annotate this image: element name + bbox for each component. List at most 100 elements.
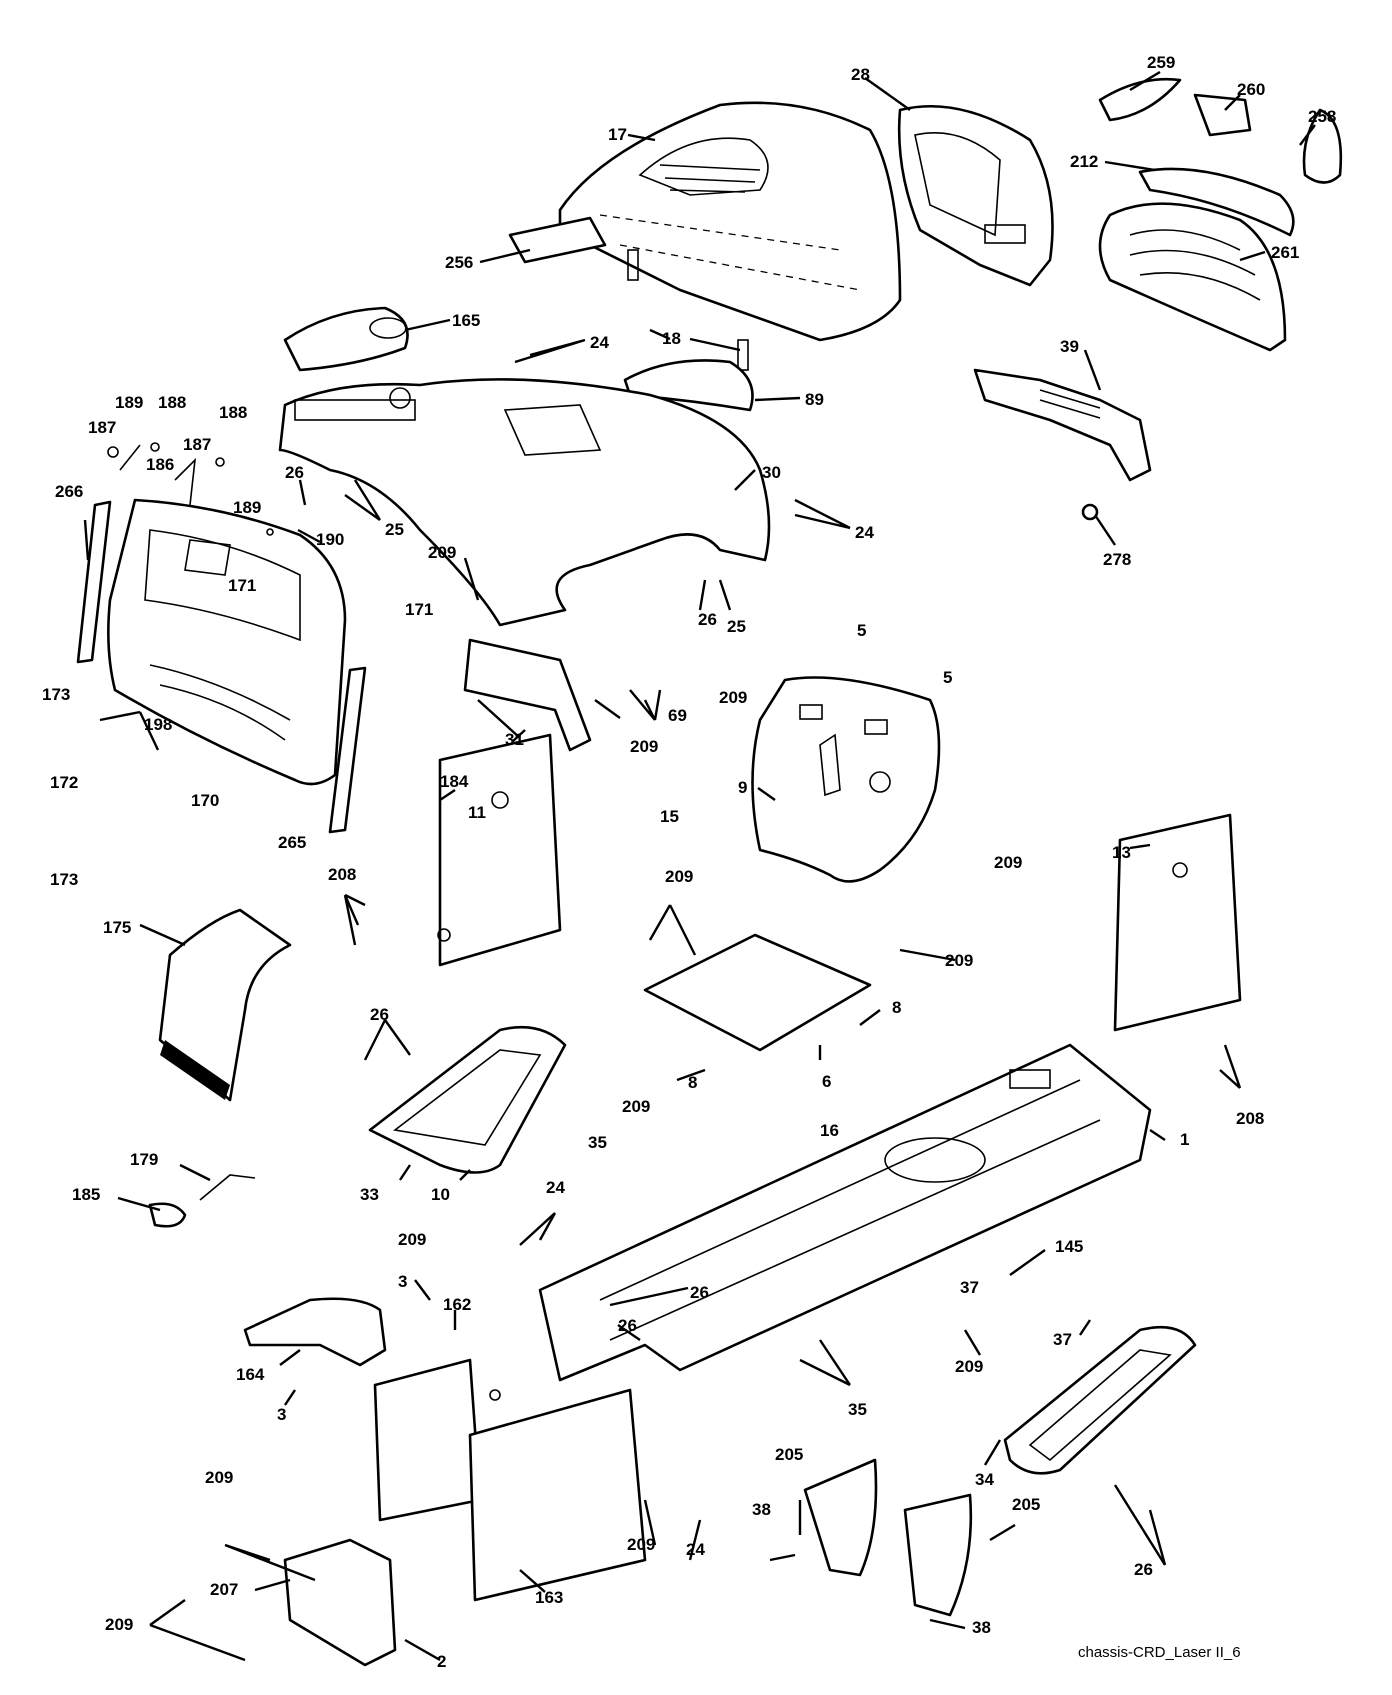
part-side-plates-lower: [373, 1358, 647, 1602]
callout-26-d: 26: [690, 1283, 709, 1302]
callout-162: 162: [443, 1295, 471, 1314]
callout-34: 34: [975, 1470, 994, 1489]
callout-188-b: 188: [219, 403, 247, 422]
callout-208-a: 208: [328, 865, 356, 884]
callout-24-right: 24: [855, 523, 874, 542]
callout-165: 165: [452, 311, 480, 330]
callout-256: 256: [445, 253, 473, 272]
callout-209-f: 209: [945, 951, 973, 970]
callout-186: 186: [146, 455, 174, 474]
callout-9: 9: [738, 778, 747, 797]
callout-187-b: 187: [183, 435, 211, 454]
callout-164: 164: [236, 1365, 265, 1384]
callout-26-b: 26: [698, 610, 717, 629]
callout-188-a: 188: [158, 393, 186, 412]
callout-26-e: 26: [618, 1316, 637, 1335]
part-fender: [278, 378, 771, 627]
callout-26-a: 26: [285, 463, 304, 482]
part-shield: [751, 676, 941, 883]
callout-209-i: 209: [955, 1357, 983, 1376]
callout-209-k: 209: [627, 1535, 655, 1554]
part-lever: [148, 1174, 256, 1228]
callout-35-a: 35: [588, 1133, 607, 1152]
callout-24-bottom: 24: [686, 1540, 705, 1559]
part-bracket-39: [973, 368, 1152, 521]
part-bracket-2: [283, 1538, 397, 1667]
part-main-frame: [538, 1043, 1152, 1382]
part-pedal-cover: [623, 359, 754, 412]
callout-259: 259: [1147, 53, 1175, 72]
callout-209-g: 209: [622, 1097, 650, 1116]
callout-26-c: 26: [370, 1005, 389, 1024]
part-pins: [627, 249, 749, 371]
callout-209-h: 209: [398, 1230, 426, 1249]
callout-31: 31: [505, 730, 524, 749]
callout-163: 163: [535, 1588, 563, 1607]
callout-209-a: 209: [428, 543, 456, 562]
part-linkage: [107, 442, 274, 536]
callout-26-f: 26: [1134, 1560, 1153, 1579]
callout-265: 265: [278, 833, 306, 852]
part-bracket-31: [463, 638, 592, 752]
callout-187-a: 187: [88, 418, 116, 437]
part-cover-175: [158, 908, 292, 1102]
callout-38-b: 38: [972, 1618, 991, 1637]
callout-260: 260: [1237, 80, 1265, 99]
callout-6: 6: [822, 1072, 831, 1091]
callout-10: 10: [431, 1185, 450, 1204]
callout-39: 39: [1060, 337, 1079, 356]
part-side-plate-11: [437, 733, 562, 967]
callout-190: 190: [316, 530, 344, 549]
callout-89: 89: [805, 390, 824, 409]
callout-209-e: 209: [994, 853, 1022, 872]
part-grille: [897, 104, 1054, 287]
callout-18: 18: [662, 329, 681, 348]
callout-205-b: 205: [1012, 1495, 1040, 1514]
callout-8-a: 8: [892, 998, 901, 1017]
callout-13: 13: [1112, 843, 1131, 862]
callout-24-mid: 24: [546, 1178, 565, 1197]
callout-189-b: 189: [233, 498, 261, 517]
callout-35-b: 35: [848, 1400, 867, 1419]
callout-209-j: 209: [205, 1468, 233, 1487]
callout-179: 179: [130, 1150, 158, 1169]
callout-278: 278: [1103, 550, 1131, 569]
callout-173-b: 173: [50, 870, 78, 889]
part-hood: [558, 101, 902, 342]
part-deflector-164: [243, 1297, 387, 1367]
leader-lines: [83, 70, 1316, 1662]
callout-189-a: 189: [115, 393, 143, 412]
part-cup-holder: [283, 306, 409, 372]
part-plate-6: [643, 933, 872, 1052]
callout-labels: 259 260 258 28 17 212 261 256 165 18 24 …: [42, 53, 1336, 1671]
callout-205-a: 205: [775, 1445, 803, 1464]
callout-2: 2: [437, 1652, 446, 1671]
callout-173-a: 173: [42, 685, 70, 704]
callout-16: 16: [820, 1121, 839, 1140]
callout-5-b: 5: [943, 668, 952, 687]
callout-185: 185: [72, 1185, 100, 1204]
part-headlight-lens: [1098, 77, 1343, 352]
callout-170: 170: [191, 791, 219, 810]
callout-37-b: 37: [1053, 1330, 1072, 1349]
callout-17: 17: [608, 125, 627, 144]
part-footrest-33: [368, 1025, 567, 1174]
callout-33: 33: [360, 1185, 379, 1204]
callout-209-c: 209: [630, 737, 658, 756]
callout-1: 1: [1180, 1130, 1189, 1149]
part-side-plate-13: [1113, 813, 1242, 1032]
callout-209-d: 209: [665, 867, 693, 886]
callout-145: 145: [1055, 1237, 1083, 1256]
callout-171-b: 171: [405, 600, 433, 619]
callout-5-a: 5: [857, 621, 866, 640]
callout-212: 212: [1070, 152, 1098, 171]
callout-184: 184: [440, 772, 469, 791]
part-side-strips: [76, 500, 367, 834]
callout-208-b: 208: [1236, 1109, 1264, 1128]
callout-25-a: 25: [385, 520, 404, 539]
part-panel-256: [508, 216, 607, 264]
callout-207: 207: [210, 1580, 238, 1599]
part-brackets-38: [803, 1458, 973, 1617]
callout-69: 69: [668, 706, 687, 725]
